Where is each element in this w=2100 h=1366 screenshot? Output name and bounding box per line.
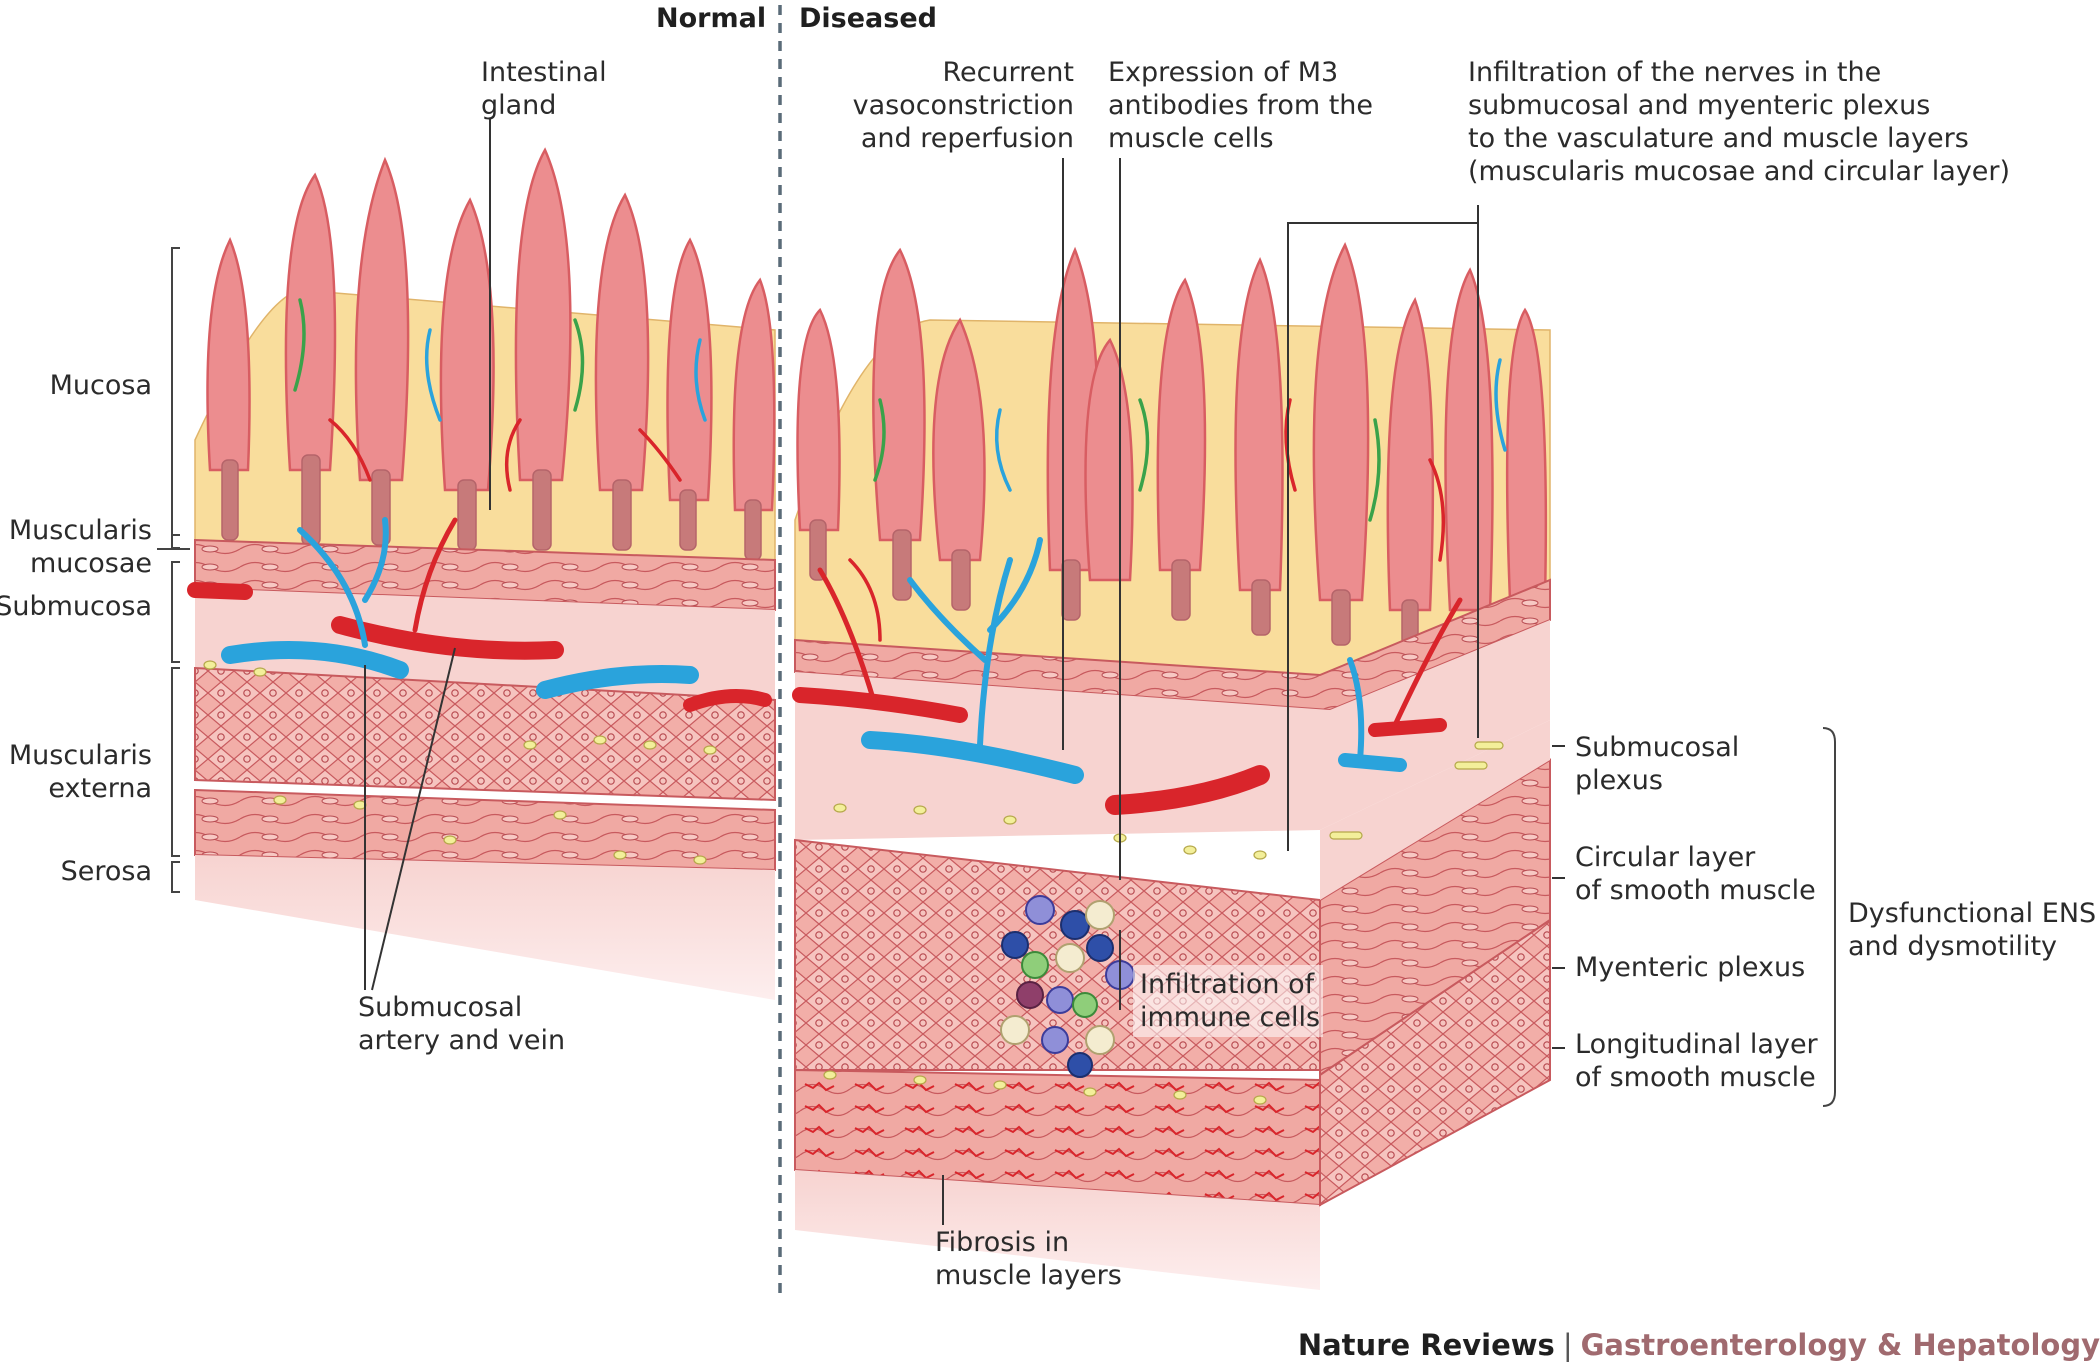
- label-intestinal-gland: Intestinal gland: [481, 57, 607, 121]
- normal-serosa: [195, 855, 775, 1000]
- label-myenteric-plexus: Myenteric plexus: [1575, 952, 1806, 983]
- diseased-vessels: [792, 537, 1463, 815]
- label-longitudinal-layer: Longitudinal layer of smooth muscle: [1575, 1029, 1818, 1093]
- label-dysfunctional-ens: Dysfunctional ENS and dysmotility: [1848, 898, 2097, 962]
- label-circular-layer: Circular layer of smooth muscle: [1575, 842, 1816, 906]
- label-m3-antibodies: Expression of M3 antibodies from the mus…: [1108, 57, 1374, 154]
- label-recurrent-vasoconstriction: Recurrent vasoconstriction and reperfusi…: [852, 57, 1074, 154]
- label-muscularis-externa: Muscularis externa: [8, 740, 152, 804]
- diseased-submucosa: [795, 620, 1550, 840]
- diseased-tissue-block: [792, 242, 1551, 1290]
- diseased-mucosal-nerves: [848, 358, 1507, 642]
- label-submucosa: Submucosa: [0, 591, 152, 622]
- normal-plexus-ganglia: [203, 660, 717, 865]
- label-mucosa: Mucosa: [49, 370, 152, 401]
- credit-separator: |: [1562, 1328, 1573, 1362]
- label-serosa: Serosa: [60, 856, 152, 887]
- immune-label-backdrop: [1133, 965, 1323, 1037]
- credit-journal: Nature Reviews: [1297, 1328, 1555, 1362]
- journal-credit: Nature Reviews|Gastroenterology & Hepato…: [1298, 1328, 2100, 1362]
- diseased-side-longitudinal: [1319, 918, 1551, 1207]
- normal-mucosal-nerves: [293, 298, 707, 492]
- label-submucosal-artery-vein: Submucosal artery and vein: [358, 992, 566, 1056]
- diseased-plexus-ganglia: [823, 741, 1504, 1105]
- label-submucosal-plexus: Submucosal plexus: [1575, 732, 1740, 796]
- immune-cell-cluster: [1000, 895, 1135, 1078]
- normal-submucosal-vessels: [187, 517, 772, 712]
- label-muscularis-mucosae: Muscularis mucosae: [8, 515, 152, 579]
- diseased-intestinal-glands: [809, 519, 1419, 646]
- credit-subject: Gastroenterology & Hepatology: [1580, 1328, 2100, 1362]
- label-immune-infiltration: Infiltration of immune cells: [1140, 969, 1321, 1033]
- label-nerve-infiltration: Infiltration of the nerves in the submuc…: [1468, 57, 2011, 187]
- normal-tissue-block: [187, 147, 776, 1000]
- panel-title-normal: Normal: [656, 3, 767, 34]
- label-fibrosis: Fibrosis in muscle layers: [935, 1227, 1122, 1291]
- left-layer-brackets: [157, 247, 190, 893]
- right-layer-bracket: [1822, 727, 1836, 1107]
- panel-title-diseased: Diseased: [799, 3, 937, 34]
- leader-lines: [364, 118, 1565, 1225]
- diseased-side-submucosa: [1320, 720, 1550, 900]
- diseased-serosa: [795, 1170, 1320, 1290]
- normal-intestinal-glands: [221, 454, 762, 561]
- normal-villi: [206, 147, 776, 512]
